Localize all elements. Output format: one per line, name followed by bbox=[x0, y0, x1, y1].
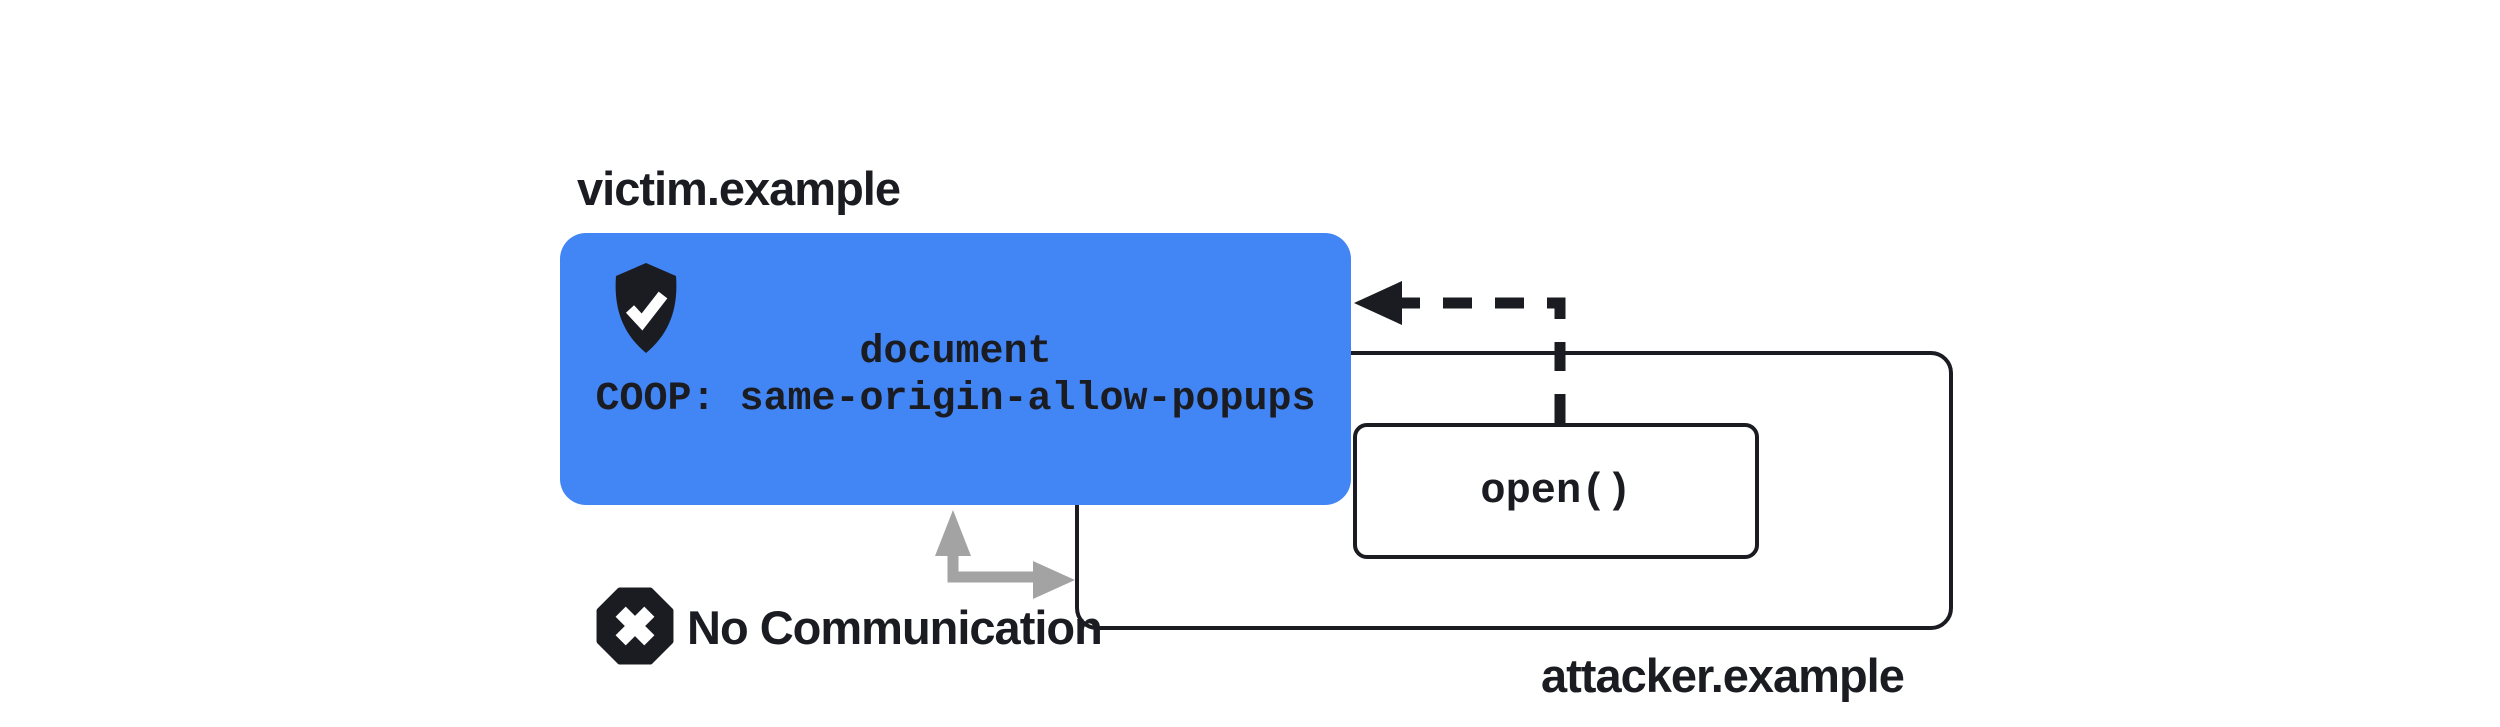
open-call-box: open() bbox=[1353, 423, 1759, 559]
no-communication-arrow bbox=[935, 510, 1075, 599]
no-communication-label: No Communication bbox=[687, 601, 1103, 654]
check-mark bbox=[625, 291, 668, 331]
victim-domain-label: victim.example bbox=[577, 162, 901, 215]
x-octagon-icon bbox=[596, 587, 674, 665]
gray-arrowhead-up bbox=[935, 510, 971, 556]
attacker-domain-label: attacker.example bbox=[1541, 649, 1905, 702]
dashed-arrowhead-left bbox=[1354, 281, 1402, 325]
gray-elbow-line bbox=[947, 552, 1035, 583]
x-mark bbox=[615, 606, 655, 646]
open-call-label: open() bbox=[1480, 467, 1632, 515]
victim-document-box: document COOP: same-origin-allow-popups bbox=[560, 233, 1351, 505]
document-label: document bbox=[859, 330, 1052, 375]
shield-check-icon bbox=[615, 263, 677, 353]
gray-arrowhead-right bbox=[1033, 561, 1075, 599]
victim-box-text: document COOP: same-origin-allow-popups bbox=[560, 329, 1351, 423]
coop-policy-label: COOP: same-origin-allow-popups bbox=[595, 377, 1316, 422]
